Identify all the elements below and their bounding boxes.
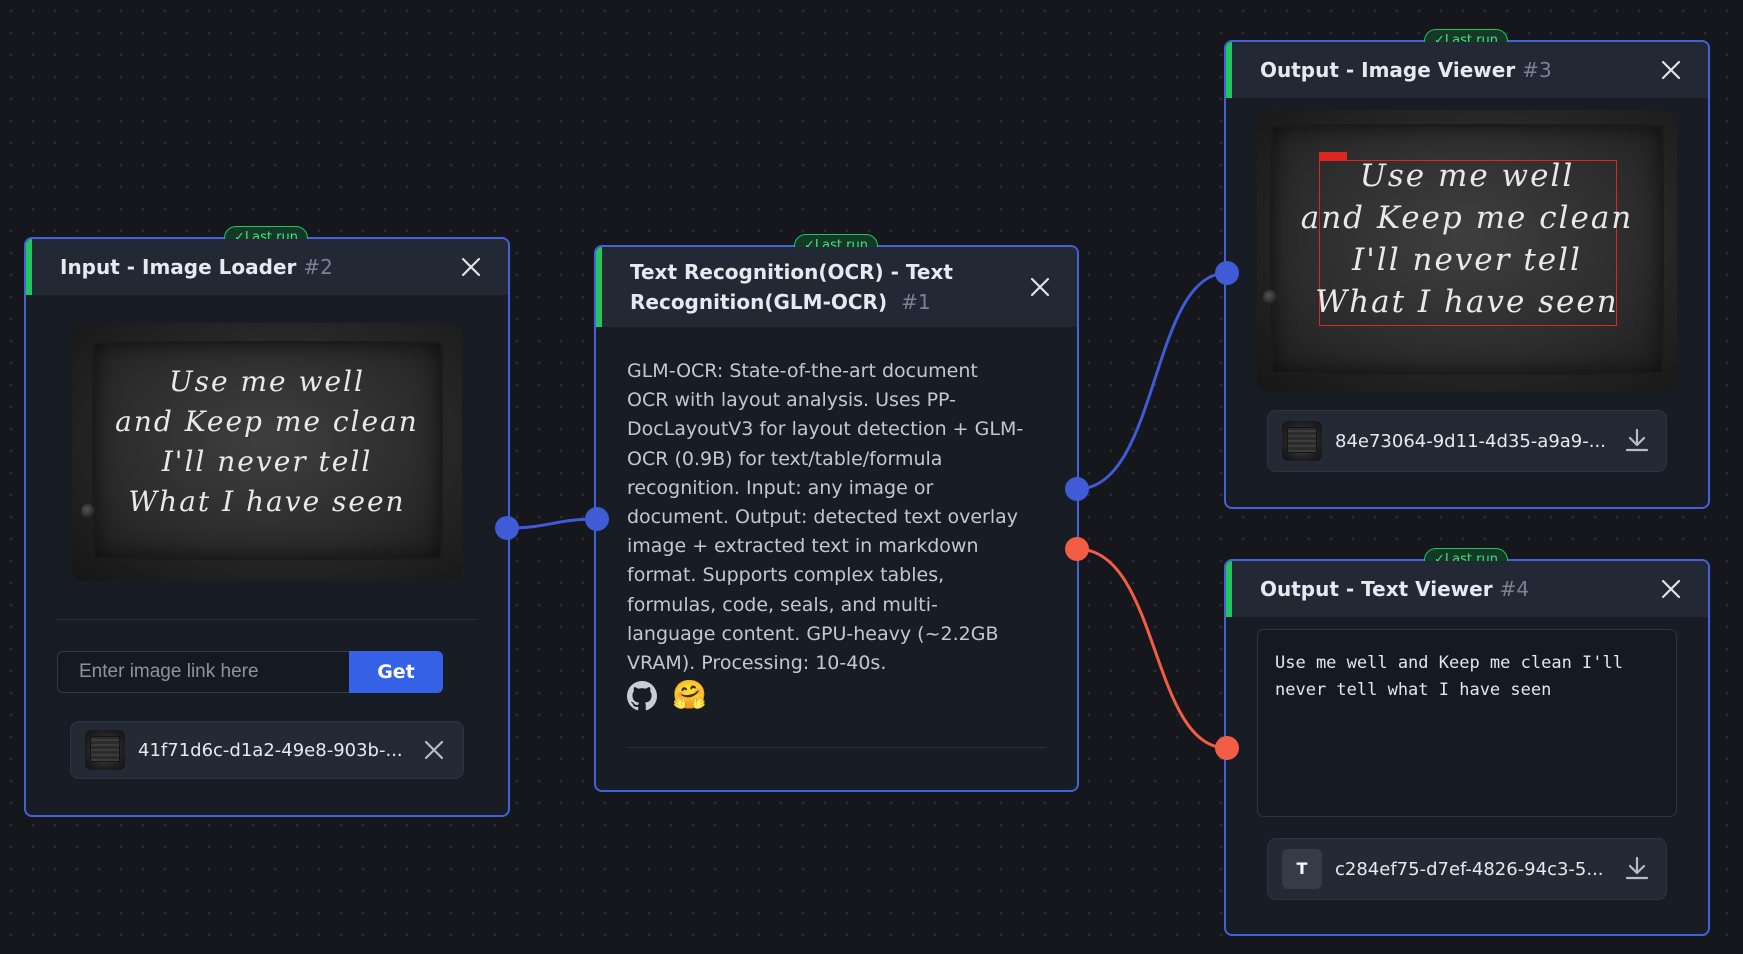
close-icon[interactable] xyxy=(1660,59,1682,81)
node-header[interactable]: Output - Image Viewer #3 xyxy=(1226,42,1708,98)
github-icon[interactable] xyxy=(627,681,657,711)
divider xyxy=(57,619,477,620)
node-header[interactable]: Input - Image Loader #2 xyxy=(26,239,508,295)
chalkboard-text: Use me well and Keep me clean I'll never… xyxy=(115,364,419,518)
url-input-row: Enter image link here Get xyxy=(57,651,443,693)
node-header[interactable]: Text Recognition(OCR) - Text Recognition… xyxy=(596,247,1077,327)
divider xyxy=(627,747,1046,748)
ocr-image-output-port[interactable] xyxy=(1065,477,1089,501)
ocr-node[interactable]: ✓Last run Text Recognition(OCR) - Text R… xyxy=(594,234,1079,792)
detection-label xyxy=(1319,152,1347,160)
text-file-icon: T xyxy=(1282,849,1322,889)
ocr-image-input-port[interactable] xyxy=(585,507,609,531)
wire-loader-to-ocr xyxy=(506,517,598,530)
image-loader-node[interactable]: ✓Last run Input - Image Loader #2 Use me… xyxy=(24,226,510,817)
ocr-description: GLM-OCR: State-of-the-art document OCR w… xyxy=(627,360,1024,675)
node-title: Output - Image Viewer xyxy=(1260,58,1516,82)
image-url-input[interactable]: Enter image link here xyxy=(57,651,349,693)
file-thumbnail xyxy=(85,730,125,770)
ocr-text-output-port[interactable] xyxy=(1065,537,1089,561)
node-id: #2 xyxy=(303,255,333,279)
loader-output-port[interactable] xyxy=(495,516,519,540)
node-id: #3 xyxy=(1522,58,1552,82)
ocr-text-output[interactable]: Use me well and Keep me clean I'll never… xyxy=(1257,629,1677,817)
image-viewer-input-port[interactable] xyxy=(1215,261,1239,285)
close-icon[interactable] xyxy=(1029,276,1051,298)
remove-file-icon[interactable] xyxy=(419,735,449,765)
ocr-detection-box xyxy=(1319,160,1617,326)
huggingface-icon[interactable]: 🤗 xyxy=(672,678,707,711)
file-thumbnail xyxy=(1282,421,1322,461)
node-title: Text Recognition(OCR) - Text xyxy=(630,260,953,284)
input-image-preview: Use me well and Keep me clean I'll never… xyxy=(72,323,462,581)
output-text-file-chip: T c284ef75-d7ef-4826-94c3-5... xyxy=(1267,838,1667,900)
node-id: #4 xyxy=(1499,577,1530,601)
node-title: Input - Image Loader xyxy=(60,255,297,279)
image-viewer-node[interactable]: ✓Last run Output - Image Viewer #3 Use m… xyxy=(1224,29,1710,509)
get-button[interactable]: Get xyxy=(349,651,443,693)
file-name: 41f71d6c-d1a2-49e8-903b-... xyxy=(138,739,403,761)
close-icon[interactable] xyxy=(1660,578,1682,600)
output-image-preview: Use me well and Keep me clean I'll never… xyxy=(1257,110,1677,392)
file-name: 84e73064-9d11-4d35-a9a9-... xyxy=(1335,430,1606,452)
wire-ocr-to-image-viewer xyxy=(1076,271,1228,491)
file-name: c284ef75-d7ef-4826-94c3-5... xyxy=(1335,858,1604,880)
output-image-file-chip: 84e73064-9d11-4d35-a9a9-... xyxy=(1267,410,1667,472)
node-id: #1 xyxy=(901,290,931,314)
download-icon[interactable] xyxy=(1622,854,1652,884)
node-title: Recognition(GLM-OCR) xyxy=(630,290,888,314)
loaded-file-chip: 41f71d6c-d1a2-49e8-903b-... xyxy=(70,721,464,779)
chalkboard-text: Use me well and Keep me clean I'll never… xyxy=(1300,158,1634,321)
wire-ocr-to-text-viewer xyxy=(1076,547,1228,750)
download-icon[interactable] xyxy=(1622,426,1652,456)
node-title: Output - Text Viewer xyxy=(1260,577,1493,601)
node-header[interactable]: Output - Text Viewer #4 xyxy=(1226,561,1708,617)
text-viewer-input-port[interactable] xyxy=(1215,736,1239,760)
close-icon[interactable] xyxy=(460,256,482,278)
text-viewer-node[interactable]: ✓Last run Output - Text Viewer #4 Use me… xyxy=(1224,548,1710,936)
